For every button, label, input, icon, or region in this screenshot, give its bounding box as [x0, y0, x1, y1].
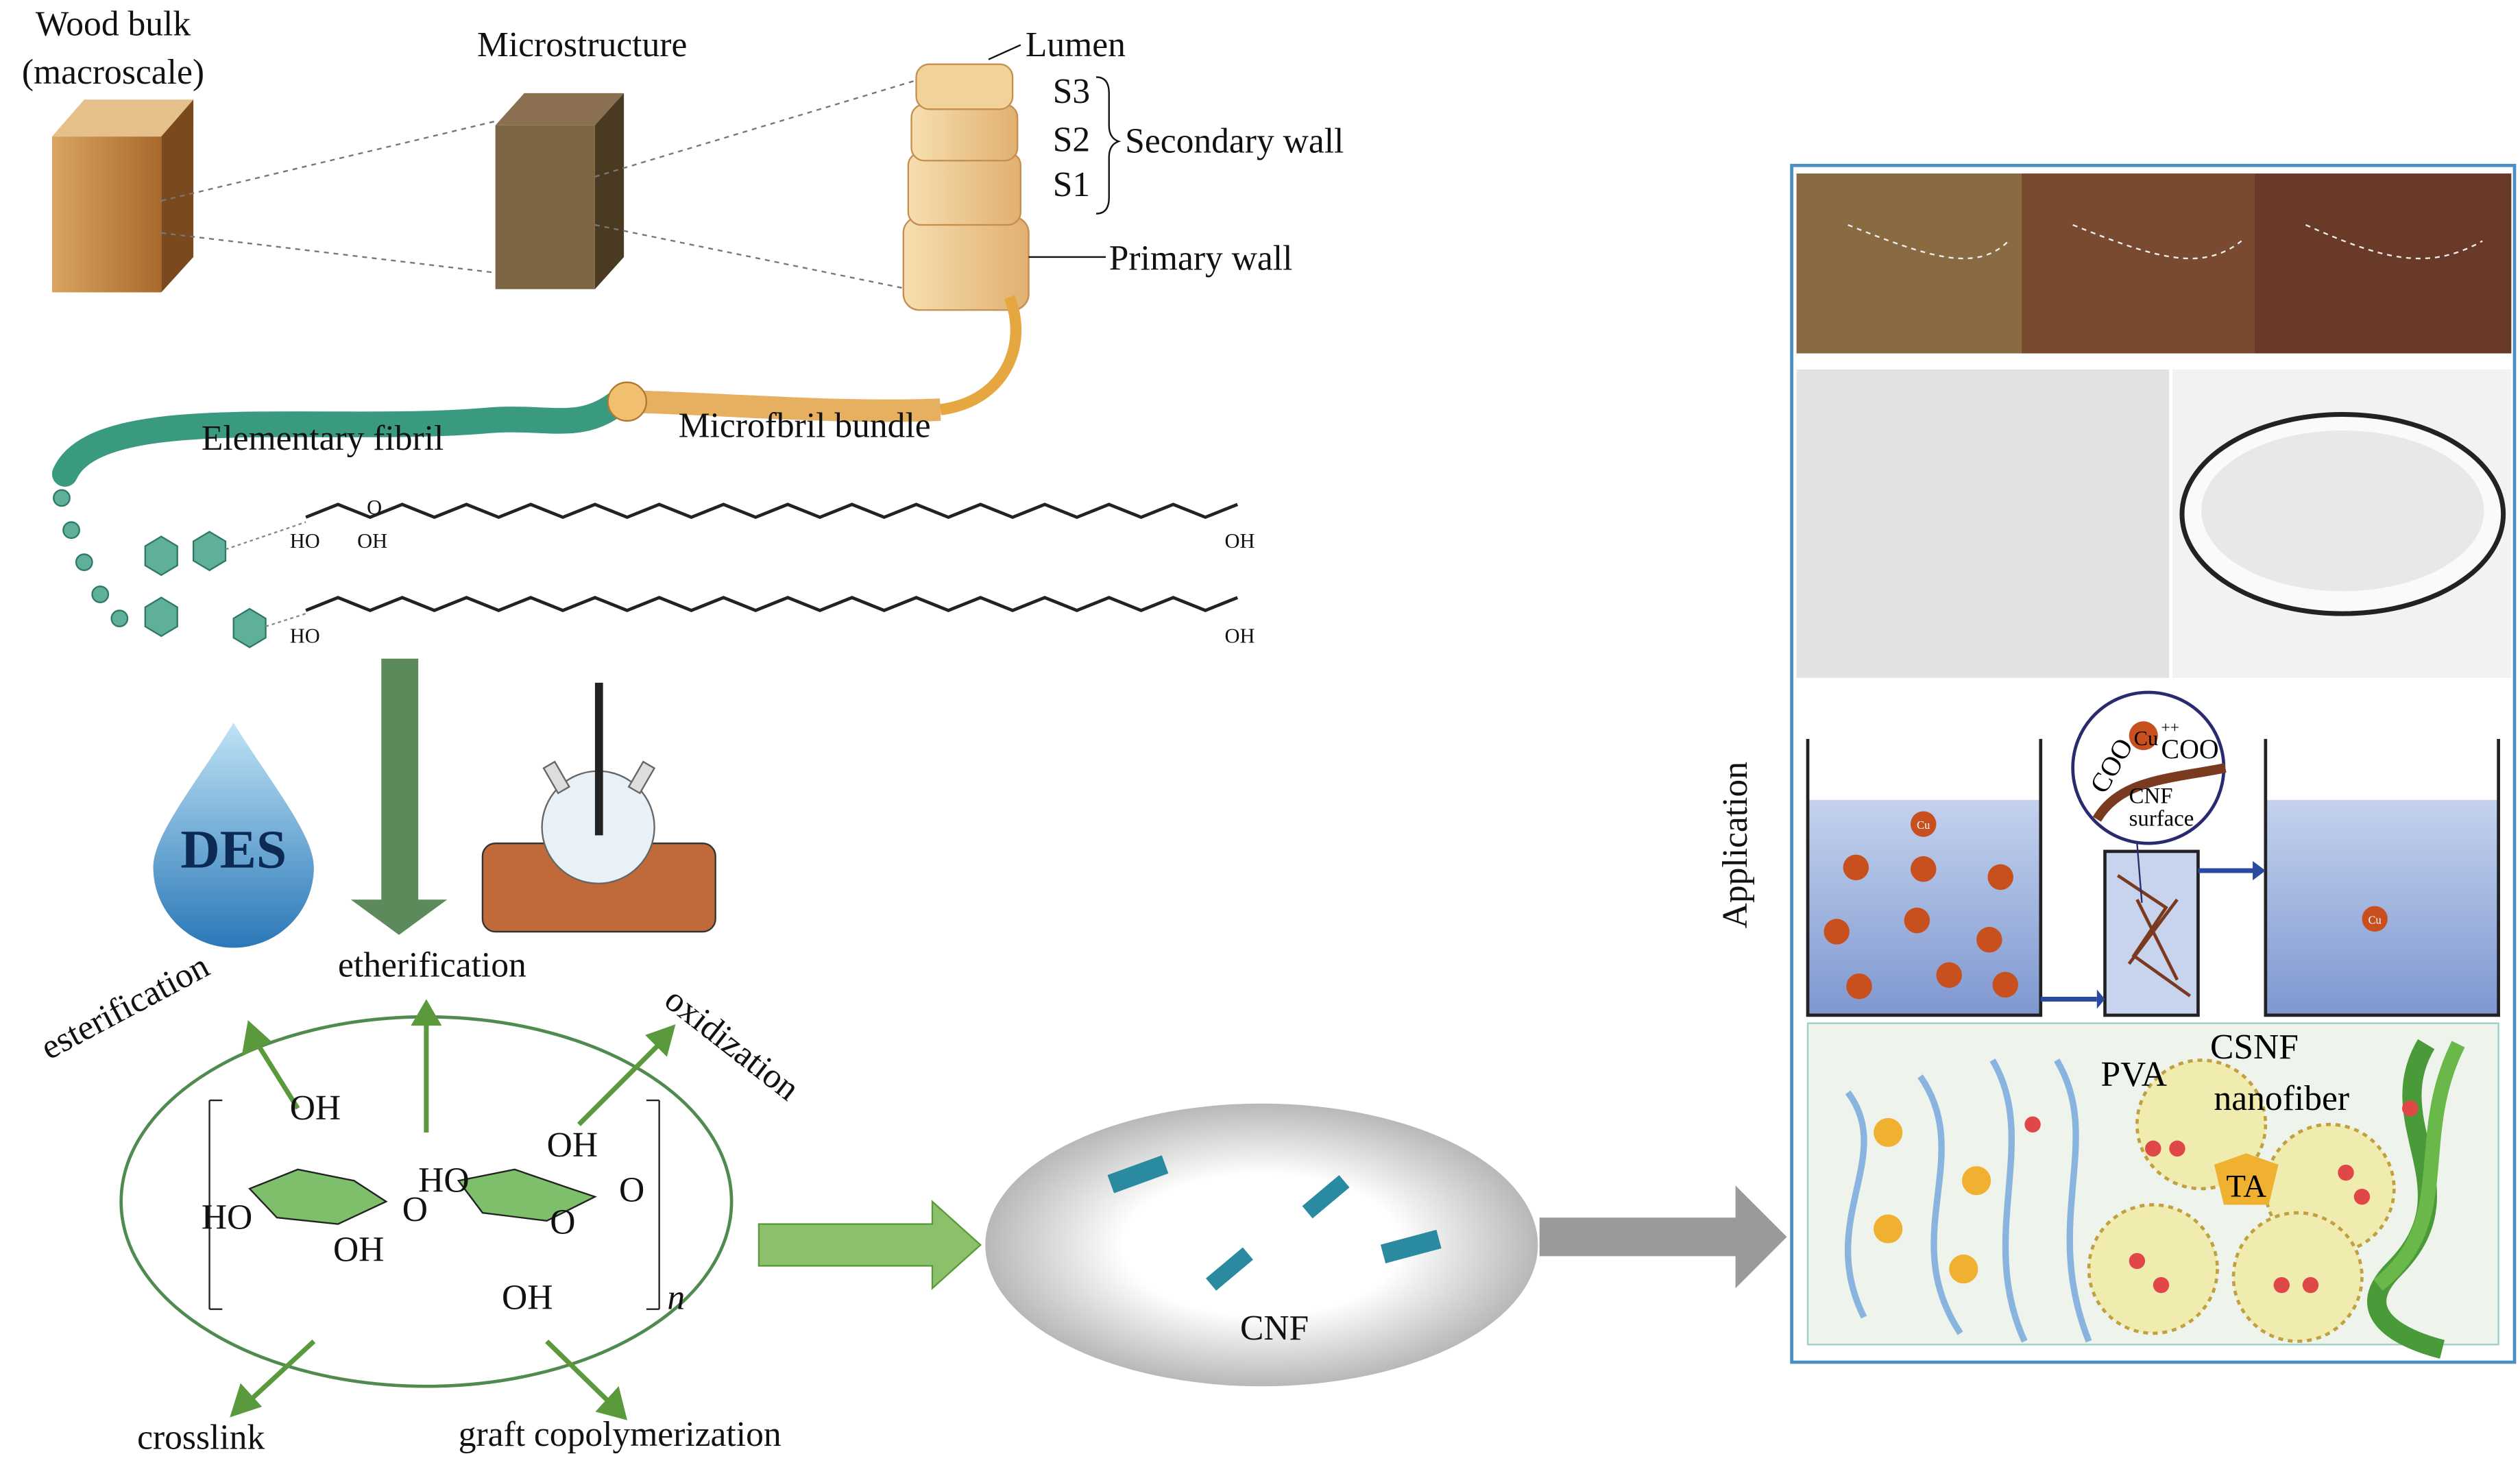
- cu-charge: ++: [2161, 719, 2179, 737]
- cu-center: Cu: [2134, 727, 2159, 750]
- microfibril-bundle-label: Microfbril bundle: [679, 406, 931, 445]
- monomer-o-link: O: [402, 1190, 428, 1229]
- csnf-label-1: CSNF: [2210, 1028, 2299, 1067]
- monomer-oh2: OH: [333, 1230, 384, 1269]
- monomer-oh4: OH: [502, 1279, 553, 1318]
- crosslink-label: crosslink: [137, 1418, 265, 1457]
- powder-dish-photo: [2172, 369, 2512, 678]
- coo-right: COO: [2161, 734, 2219, 764]
- ta-label: TA: [2226, 1169, 2266, 1204]
- cu-ion-label: Cu: [1917, 819, 1930, 832]
- microstructure: Microstructure: [477, 25, 687, 289]
- graft-copolymerization-label: graft copolymerization: [459, 1415, 782, 1454]
- s3-label: S3: [1053, 72, 1090, 111]
- elementary-fibril-label: Elementary fibril: [202, 419, 444, 458]
- monomer-ho2: HO: [418, 1161, 469, 1200]
- des-drop: DES: [153, 723, 314, 948]
- wood-title-1: Wood bulk: [36, 5, 191, 44]
- csnf-label-2: nanofiber: [2214, 1079, 2350, 1118]
- secondary-wall-label: Secondary wall: [1125, 122, 1344, 161]
- cellulose-monomer: OH HO OH O HO OH O O OH n: [119, 999, 734, 1420]
- application-panel: Cu Cu COO Cu ++ COO CNF surface: [1790, 164, 2517, 1364]
- esterification-label: esterification: [34, 946, 215, 1067]
- wood-bulk: Wood bulk (macroscale): [22, 5, 204, 293]
- etherification-label: etherification: [338, 946, 526, 985]
- chain-oh: OH: [357, 529, 387, 553]
- monomer-oh3: OH: [547, 1126, 598, 1165]
- modification-arrows: [230, 999, 676, 1420]
- fibril: Elementary fibril Microfbril bundle: [51, 381, 941, 649]
- monomer-o-end: O: [619, 1171, 644, 1210]
- cnf-surface-2: surface: [2129, 806, 2194, 831]
- hydrogel-network: PVA CSNF nanofiber TA: [1806, 1022, 2499, 1359]
- chain-o: O: [367, 496, 382, 519]
- lumen-label: Lumen: [1026, 25, 1126, 64]
- cnf-dispersion: CNF: [985, 1103, 1538, 1387]
- monomer-oh1: OH: [290, 1089, 341, 1128]
- to-cnf-arrow: [758, 1200, 982, 1290]
- primary-wall-label: Primary wall: [1109, 239, 1293, 278]
- cnf-surface-1: CNF: [2129, 784, 2173, 809]
- to-application-arrow: [1539, 1185, 1787, 1289]
- paper-photo: [1796, 369, 2170, 678]
- cell-wall: Lumen S3 S2 S1 Secondary wall Primary wa…: [902, 25, 1344, 415]
- cellulose-chains: HO OH O OH HO OH: [290, 496, 1255, 647]
- pva-label: PVA: [2100, 1055, 2166, 1094]
- wound-photos: [1796, 173, 2512, 354]
- down-arrow: [350, 658, 448, 935]
- monomer-ho1: HO: [202, 1198, 252, 1237]
- copper-adsorption: Cu Cu COO Cu ++ COO CNF surface: [1806, 690, 2500, 1017]
- monomer-o-ring: O: [550, 1203, 575, 1242]
- s2-label: S2: [1053, 120, 1090, 159]
- chain2-oh-end: OH: [1224, 624, 1255, 647]
- wood-title-2: (macroscale): [22, 53, 204, 92]
- micro-title: Microstructure: [477, 25, 687, 64]
- des-label: DES: [180, 819, 287, 880]
- chain-ho: HO: [290, 529, 320, 553]
- s1-label: S1: [1053, 165, 1090, 204]
- monomer-n: n: [667, 1279, 685, 1318]
- application-label: Application: [1716, 762, 1755, 928]
- chain2-ho: HO: [290, 624, 320, 647]
- chain-oh-end: OH: [1224, 529, 1255, 553]
- oxidization-label: oxidization: [657, 980, 807, 1109]
- cu-ion-label-right: Cu: [2368, 913, 2382, 926]
- cnf-label: CNF: [1240, 1309, 1309, 1348]
- reactor-flask: [481, 682, 716, 933]
